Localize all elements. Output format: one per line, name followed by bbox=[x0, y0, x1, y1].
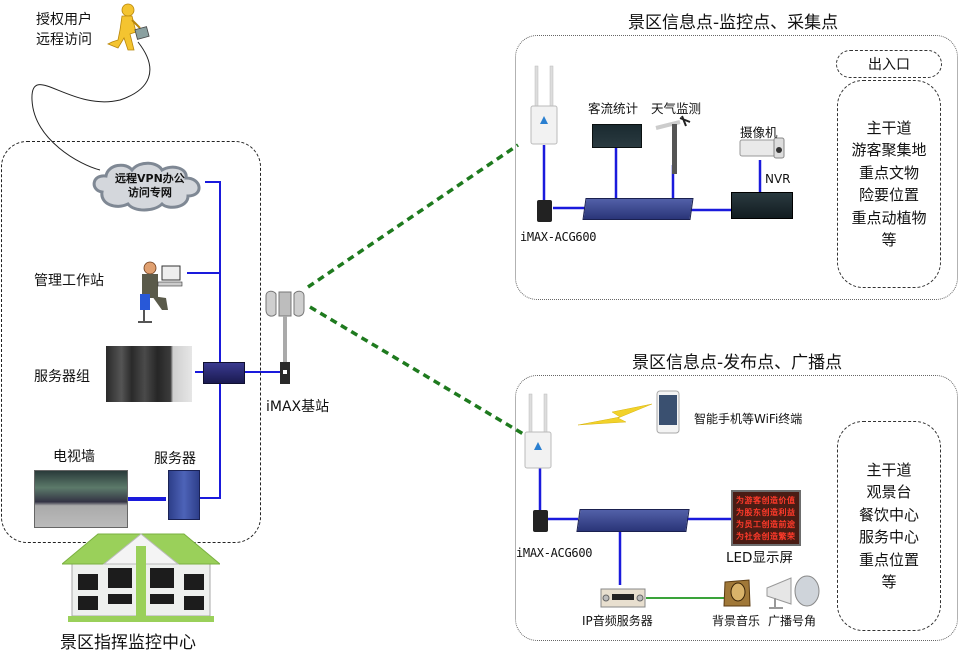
command-center-label: 景区指挥监控中心 bbox=[60, 633, 196, 653]
entrance-pill: 出入口 bbox=[836, 50, 942, 78]
monitor-ap-icon bbox=[530, 65, 558, 145]
camera-icon bbox=[739, 137, 785, 159]
wireless-signal-bolt bbox=[577, 403, 653, 426]
publish-ap-adapter-icon bbox=[533, 510, 548, 532]
publish-location-item: 主干道 bbox=[866, 460, 912, 479]
remote-user-line-2: 远程访问 bbox=[36, 32, 92, 48]
monitor-switch-icon bbox=[582, 198, 694, 220]
monitor-location-item: 等 bbox=[881, 231, 897, 249]
led-line: 为股东创造利益 bbox=[736, 507, 796, 517]
publish-site-wiring bbox=[538, 468, 731, 585]
server-label: 服务器 bbox=[154, 451, 196, 467]
vpn-cloud-icon bbox=[92, 161, 201, 212]
publish-location-list: 主干道 观景台 餐饮中心 服务中心 重点位置 等 bbox=[837, 421, 941, 631]
base-station-label: iMAX基站 bbox=[266, 399, 330, 415]
monitor-location-item: 险要位置 bbox=[858, 186, 919, 204]
wireless-links bbox=[307, 143, 531, 440]
led-screen-label: LED显示屏 bbox=[726, 550, 793, 566]
camera-label: 摄像机 bbox=[740, 125, 778, 140]
smartphone-icon bbox=[656, 390, 680, 434]
remote-user-line-1: 授权用户 bbox=[36, 12, 92, 28]
monitor-location-item: 重点文物 bbox=[858, 163, 919, 182]
nvr-label: NVR bbox=[765, 172, 791, 186]
server-tower-icon bbox=[168, 470, 200, 520]
wifi-terminal-label: 智能手机等WiFi终端 bbox=[694, 412, 803, 426]
workstation-label: 管理工作站 bbox=[34, 273, 104, 289]
audio-server-icon bbox=[600, 588, 646, 608]
vpn-cloud-label: 远程VPN办公 访问专网 bbox=[115, 172, 185, 200]
publish-ap-icon bbox=[524, 393, 552, 469]
monitor-site-title: 景区信息点-监控点、采集点 bbox=[628, 13, 839, 33]
publish-location-item: 重点位置 bbox=[858, 550, 919, 569]
monitor-ap-adapter-icon bbox=[537, 200, 552, 222]
core-switch-icon bbox=[203, 362, 245, 384]
monitor-location-item: 游客聚集地 bbox=[851, 141, 927, 159]
horn-speaker-icon bbox=[766, 575, 820, 609]
led-screen-icon: 为游客创造价值 为股东创造利益 为员工创造前途 为社会创造繁荣 bbox=[731, 490, 801, 546]
flow-counter-label: 客流统计 bbox=[588, 101, 639, 116]
publish-switch-icon bbox=[576, 509, 690, 532]
monitor-location-item: 主干道 bbox=[866, 118, 912, 137]
monitor-location-item: 重点动植物 bbox=[851, 208, 927, 227]
publish-ap-label: iMAX-ACG600 bbox=[516, 546, 593, 560]
publish-site-title: 景区信息点-发布点、广播点 bbox=[632, 353, 843, 373]
publish-location-item: 观景台 bbox=[866, 483, 912, 501]
entrance-pill-text: 出入口 bbox=[868, 57, 910, 73]
flow-counter-device-icon bbox=[592, 124, 642, 148]
weather-label: 天气监测 bbox=[651, 101, 702, 116]
bg-music-speaker-icon bbox=[723, 579, 751, 607]
wired-backbone bbox=[187, 181, 287, 499]
led-line: 为游客创造价值 bbox=[736, 495, 796, 505]
remote-user-icon bbox=[107, 3, 150, 51]
workstation-icon bbox=[138, 261, 183, 323]
remote-user-label: 授权用户 远程访问 bbox=[36, 10, 92, 50]
led-line: 为员工创造前途 bbox=[736, 519, 796, 529]
video-wall-label: 电视墙 bbox=[53, 449, 95, 465]
weather-station-icon bbox=[655, 115, 691, 174]
publish-location-item: 等 bbox=[881, 573, 897, 591]
led-line: 为社会创造繁荣 bbox=[736, 531, 796, 541]
nvr-device-icon bbox=[731, 192, 793, 219]
publish-location-item: 餐饮中心 bbox=[858, 505, 919, 524]
bg-music-label: 背景音乐 bbox=[712, 614, 761, 628]
horn-label: 广播号角 bbox=[768, 614, 817, 628]
monitor-ap-label: iMAX-ACG600 bbox=[520, 230, 597, 244]
vpn-line-2: 访问专网 bbox=[127, 186, 172, 199]
server-rack-icon bbox=[106, 346, 192, 402]
vpn-line-1: 远程VPN办公 bbox=[115, 172, 185, 185]
server-group-label: 服务器组 bbox=[34, 369, 90, 385]
base-station-tower-icon bbox=[265, 290, 305, 384]
remote-access-cable bbox=[31, 41, 151, 171]
audio-server-label: IP音频服务器 bbox=[582, 614, 653, 628]
publish-location-item: 服务中心 bbox=[858, 528, 919, 546]
monitor-location-list: 主干道 游客聚集地 重点文物 险要位置 重点动植物 等 bbox=[837, 80, 941, 288]
video-wall-icon bbox=[34, 470, 128, 528]
command-center-building-icon bbox=[62, 533, 220, 622]
